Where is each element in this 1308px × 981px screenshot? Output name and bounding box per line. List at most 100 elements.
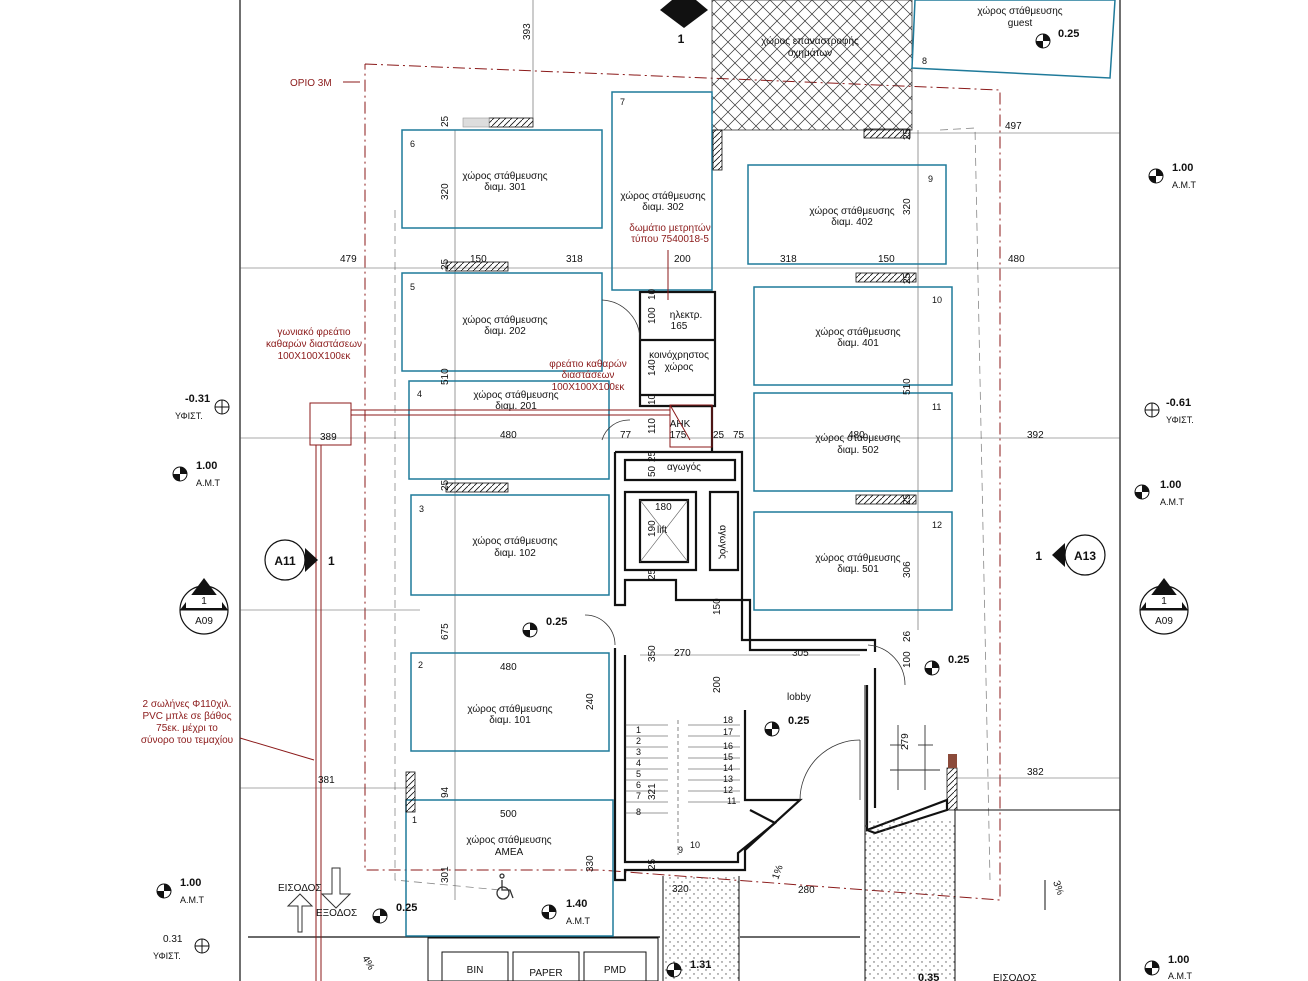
space-label: χώρος στάθμευσης [815, 432, 900, 444]
svg-text:1.31: 1.31 [690, 959, 711, 971]
svg-text:480: 480 [500, 662, 517, 673]
svg-text:0.25: 0.25 [948, 654, 969, 666]
space-sub: διαμ. 302 [642, 202, 684, 213]
parking-space-12[interactable] [753, 511, 953, 611]
svg-text:50: 50 [647, 465, 658, 477]
level-marker: 0.25 [1035, 28, 1079, 49]
space-label: χώρος στάθμευσης [472, 535, 557, 547]
space-number: 11 [932, 402, 941, 412]
svg-text:110: 110 [647, 418, 658, 434]
level-marker: 0.25 [372, 902, 417, 924]
svg-text:25: 25 [647, 858, 658, 870]
parking-space-9[interactable] [747, 164, 947, 265]
manhole-note: φρεάτιο καθαρών [549, 358, 626, 370]
entrance-label: ΕΙΣΟΔΟΣ [278, 883, 322, 894]
svg-text:350: 350 [647, 645, 658, 662]
svg-text:320: 320 [902, 198, 913, 215]
bicycle-icon [890, 725, 940, 790]
svg-text:2: 2 [636, 736, 641, 746]
svg-text:14: 14 [723, 763, 733, 773]
svg-text:381: 381 [318, 775, 335, 786]
space-label: χώρος στάθμευσης [815, 552, 900, 564]
space-sub: διαμ. 102 [494, 548, 536, 559]
svg-text:1.40: 1.40 [566, 898, 587, 910]
bin-area [427, 937, 659, 981]
space-sub: διαμ. 401 [837, 338, 879, 349]
parking-space-3[interactable] [410, 494, 610, 596]
space-number: 2 [418, 660, 423, 670]
parking-space-1[interactable] [405, 799, 614, 937]
svg-text:12: 12 [723, 785, 733, 795]
svg-text:A09: A09 [1155, 616, 1173, 627]
manhole-note-2: διαστάσεων [562, 369, 615, 381]
space-label: χώρος στάθμευσης [473, 389, 558, 401]
svg-text:320: 320 [440, 183, 451, 200]
level-marker: 1.40 Α.Μ.Τ [541, 898, 591, 926]
svg-text:-0.61: -0.61 [1166, 397, 1191, 409]
svg-text:10: 10 [647, 288, 658, 300]
svg-text:Α.Μ.Τ: Α.Μ.Τ [566, 916, 591, 926]
drain-pipes [239, 81, 713, 981]
common-room-label: κοινόχρηστος [649, 349, 709, 361]
space-label: χώρος στάθμευσης [809, 205, 894, 217]
level-marker: 0.35 [918, 972, 939, 981]
column-stub-2 [948, 754, 957, 768]
svg-text:150: 150 [470, 254, 487, 265]
svg-text:140: 140 [647, 359, 658, 376]
svg-text:Α.Μ.Τ: Α.Μ.Τ [1160, 497, 1185, 507]
section-marker-a11[interactable]: A11 1 [264, 539, 335, 581]
parking-space-guest[interactable] [911, 0, 1116, 79]
parking-space-5[interactable] [401, 272, 603, 372]
stairs [625, 720, 740, 855]
svg-text:150: 150 [878, 254, 895, 265]
svg-text:ΥΦΙΣΤ.: ΥΦΙΣΤ. [175, 411, 203, 421]
parking-labels: χώρος στάθμευσης διαμ. 301 6 χώρος στάθμ… [410, 97, 942, 858]
svg-text:9: 9 [678, 845, 683, 855]
level-marker: 1.00 Α.Μ.Τ [156, 877, 205, 905]
space-label: χώρος στάθμευσης [620, 190, 705, 202]
parking-space-6[interactable] [401, 129, 603, 229]
pipes-note: 2 σωλήνες Φ110χιλ. [143, 698, 232, 710]
structural-beams [405, 117, 958, 813]
space-number: 8 [922, 56, 927, 66]
section-marker-a13[interactable]: A13 1 [1035, 534, 1106, 576]
parking-space-4[interactable] [408, 380, 610, 480]
svg-text:100: 100 [902, 651, 913, 668]
turning-area [711, 0, 913, 131]
dimension-lines [240, 130, 1120, 900]
svg-text:1.00: 1.00 [1172, 162, 1193, 174]
space-number: 6 [410, 139, 415, 149]
svg-text:279: 279 [900, 733, 911, 750]
ahk-room-dim: 175 [670, 430, 687, 441]
parking-space-2[interactable] [410, 652, 610, 752]
svg-text:200: 200 [674, 254, 691, 265]
svg-text:497: 497 [1005, 121, 1022, 132]
space-label: χώρος στάθμευσης [977, 5, 1062, 17]
section-marker-a09-right[interactable]: 1 A09 [1139, 578, 1189, 635]
parking-space-7[interactable] [611, 91, 713, 291]
svg-text:3: 3 [636, 747, 641, 757]
svg-text:25: 25 [902, 493, 913, 505]
section-marker-a09-left[interactable]: 1 A09 [179, 578, 229, 635]
turning-area-label-2: οχημάτων [788, 47, 832, 59]
svg-text:16: 16 [723, 741, 733, 751]
parking-space-10[interactable] [753, 286, 953, 386]
space-label: χώρος στάθμευσης [462, 170, 547, 182]
svg-text:7: 7 [636, 791, 641, 801]
svg-text:Α.Μ.Τ: Α.Μ.Τ [1172, 180, 1197, 190]
lift-cross-2 [639, 499, 689, 563]
svg-text:ΥΦΙΣΤ.: ΥΦΙΣΤ. [153, 951, 181, 961]
svg-text:0.31: 0.31 [163, 934, 183, 945]
space-sub: διαμ. 501 [837, 564, 879, 575]
svg-text:94: 94 [440, 786, 451, 798]
space-label: χώρος στάθμευσης [815, 326, 900, 338]
level-marker: 0.25 [522, 616, 567, 638]
svg-text:25: 25 [440, 115, 451, 127]
svg-text:10: 10 [690, 840, 700, 850]
svg-text:1: 1 [201, 596, 207, 607]
parking-space-11[interactable] [753, 392, 953, 492]
svg-text:1.00: 1.00 [196, 460, 217, 472]
section-marker-top[interactable]: 1 [660, 0, 708, 46]
corner-manhole-note-2: καθαρών διαστάσεων [266, 338, 362, 350]
svg-text:6: 6 [636, 780, 641, 790]
